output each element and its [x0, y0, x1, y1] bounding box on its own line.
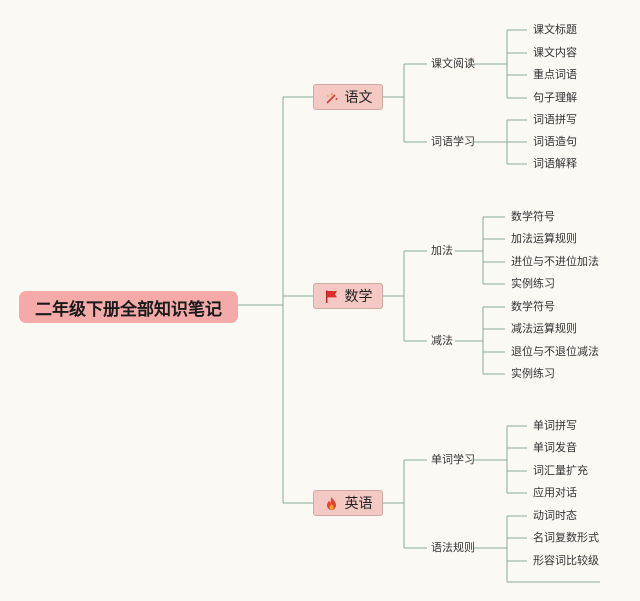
subject-node-math: 数学: [313, 283, 383, 309]
leaf-item: 实例练习: [511, 277, 555, 290]
root-title: 二年级下册全部知识笔记: [35, 299, 222, 320]
subject-node-chinese: 语文: [313, 84, 383, 110]
leaf-item: 重点词语: [533, 68, 577, 81]
leaf-item: 词语拼写: [533, 113, 577, 126]
leaf-item: 词汇量扩充: [533, 464, 588, 477]
leaf-item: 数学符号: [511, 300, 555, 313]
group-label: 语法规则: [431, 541, 475, 554]
leaf-item: 减法运算规则: [511, 322, 577, 335]
leaf-item: 动词时态: [533, 509, 577, 522]
root-node: 二年级下册全部知识笔记: [19, 291, 238, 323]
red-flag-icon: [324, 289, 339, 304]
leaf-item: 应用对话: [533, 486, 577, 499]
leaf-item: 名词复数形式: [533, 531, 599, 544]
group-label: 加法: [431, 244, 453, 257]
group-label: 课文阅读: [431, 57, 475, 70]
magic-wand-icon: [324, 90, 339, 105]
leaf-item: 单词发音: [533, 441, 577, 454]
leaf-item: 词语造句: [533, 135, 577, 148]
fire-icon: [324, 496, 339, 511]
leaf-item: 课文内容: [533, 46, 577, 59]
leaf-item: 句子理解: [533, 91, 577, 104]
leaf-item: 单词拼写: [533, 419, 577, 432]
leaf-item: 词语解释: [533, 157, 577, 170]
leaf-item: 形容词比较级: [533, 554, 599, 567]
leaf-item: 数学符号: [511, 210, 555, 223]
leaf-item: 实例练习: [511, 367, 555, 380]
subject-node-english: 英语: [313, 490, 383, 516]
leaf-item: 课文标题: [533, 23, 577, 36]
subject-label-english: 英语: [344, 496, 373, 512]
group-label: 减法: [431, 334, 453, 347]
leaf-item: 进位与不进位加法: [511, 255, 599, 268]
group-label: 词语学习: [431, 135, 475, 148]
group-label: 单词学习: [431, 453, 475, 466]
subject-label-chinese: 语文: [344, 90, 373, 106]
subject-label-math: 数学: [344, 289, 373, 305]
leaf-item: 加法运算规则: [511, 232, 577, 245]
leaf-item: 退位与不退位减法: [511, 345, 599, 358]
